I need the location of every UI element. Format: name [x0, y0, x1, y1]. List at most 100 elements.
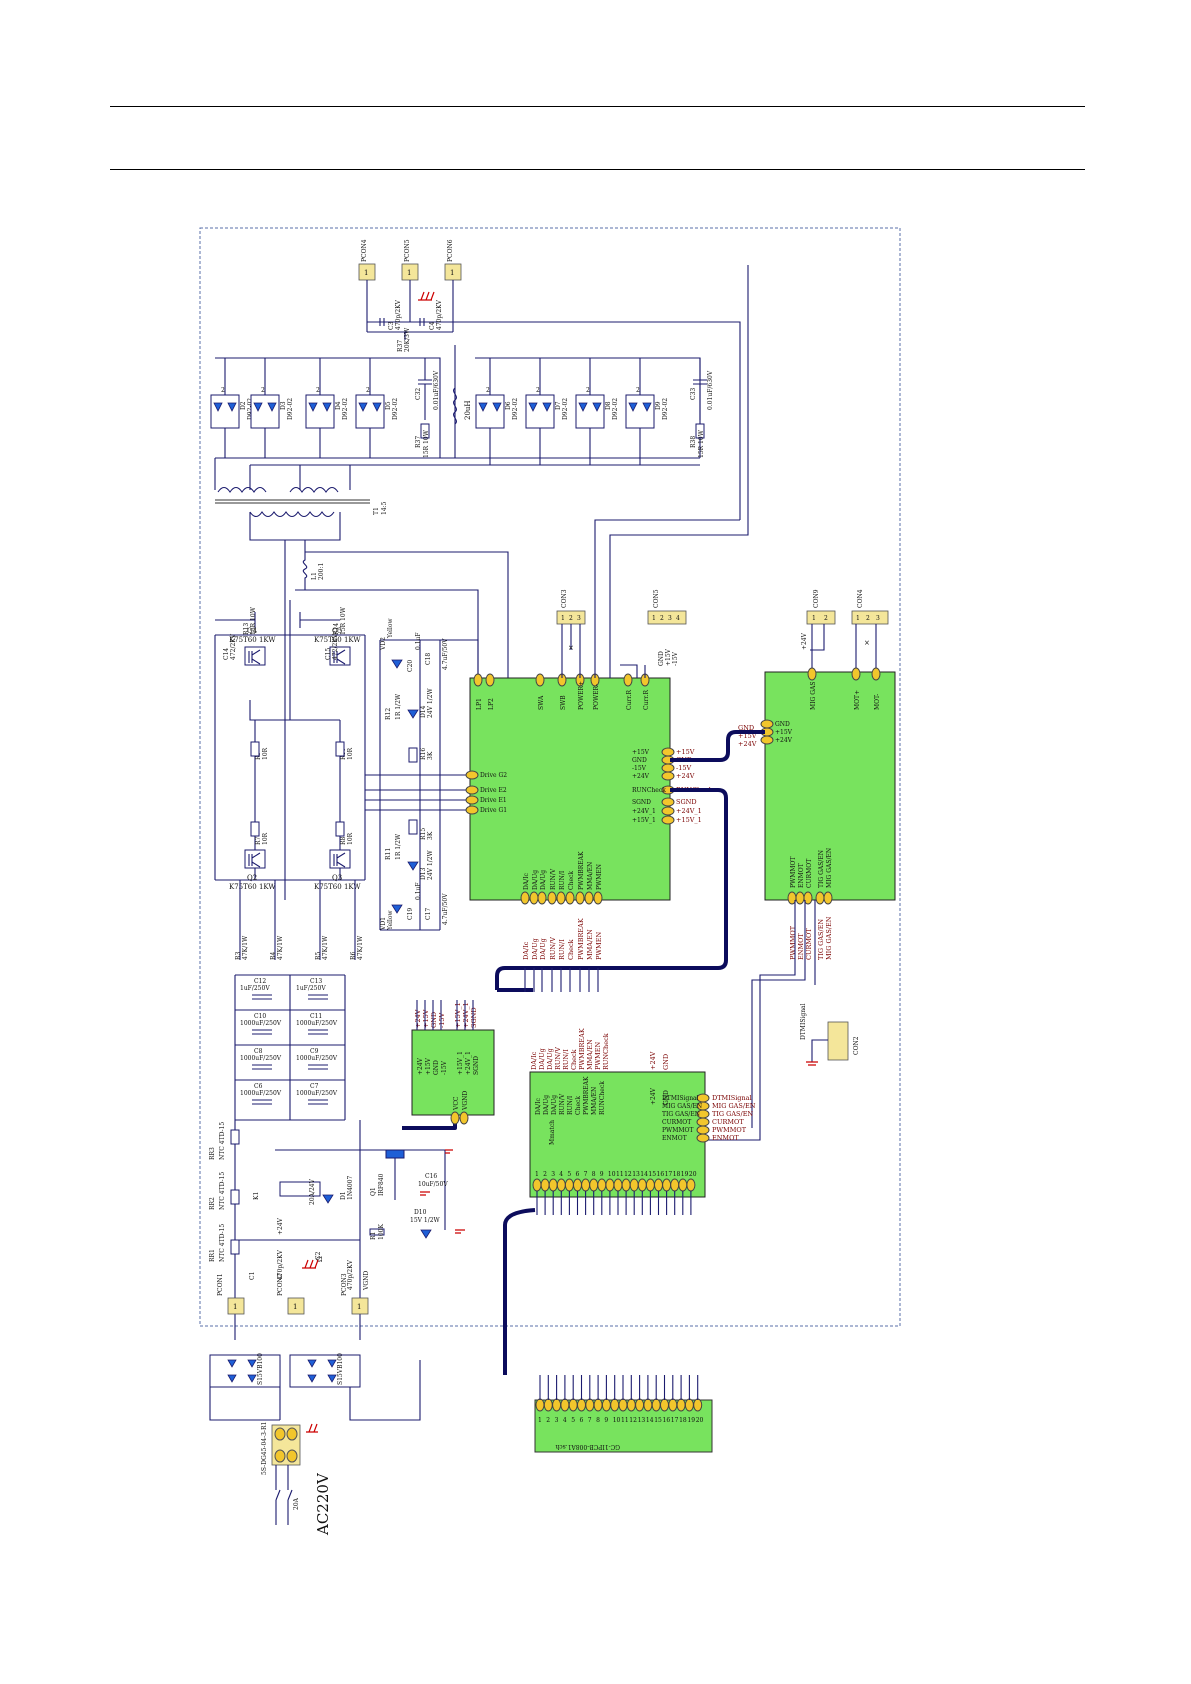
pin-icon	[678, 1178, 688, 1192]
cap-value: 1000uF/250V	[240, 1090, 282, 1097]
pin-icon	[585, 1398, 595, 1412]
diode-pin: 2	[366, 387, 370, 394]
pin-icon	[676, 1398, 686, 1412]
diode-icon	[578, 402, 588, 412]
main-right-pin: +15V_1	[632, 817, 656, 824]
pin-label: 3	[577, 615, 581, 622]
pcon3-connector: 1 PCON3	[341, 1273, 369, 1315]
main-left-pin: Drive G1	[480, 807, 507, 814]
diode-package	[475, 394, 505, 429]
ctrl-right-net: CURMOT	[712, 1118, 744, 1126]
bus-ctrl-to-connector	[503, 1208, 536, 1375]
main-right-pin: +15V	[632, 749, 650, 756]
main-top-pin: POWER-	[593, 684, 600, 710]
r12-value: 1R 1/2W	[395, 693, 402, 720]
main-right-pin: -15V	[632, 765, 647, 772]
pin-icon	[696, 1093, 710, 1103]
main-top-pin: SWB	[560, 695, 567, 710]
connector-label: PCON4	[361, 239, 368, 262]
pcon4-connector: 1 PCON4	[358, 239, 376, 281]
diode-ref: D5	[385, 401, 392, 410]
r1-value: 100K	[378, 1224, 385, 1240]
c1-label: C1	[249, 1272, 256, 1280]
pin-label: 1	[293, 1303, 297, 1311]
pin-label: 4	[676, 615, 680, 622]
motor-bottom-pin: PWMMOT	[790, 857, 797, 888]
diode-ref: D9	[655, 401, 662, 410]
igbt-icon	[333, 852, 346, 868]
pin-icon	[568, 1398, 578, 1412]
pin-icon	[575, 891, 585, 905]
connector-pin-number: 20	[696, 1417, 704, 1424]
pin-icon	[618, 1398, 628, 1412]
cap-ref: C9	[310, 1048, 319, 1055]
pcon5-connector: 1 PCON5	[401, 239, 419, 281]
ctrl-top-net: RUN/V	[554, 1047, 562, 1070]
pin-icon	[593, 891, 603, 905]
diode-icon	[267, 402, 277, 412]
pin-icon	[547, 891, 557, 905]
c16-label: C16	[425, 1173, 437, 1180]
pin-icon	[661, 763, 675, 773]
r9-value: 10R	[262, 747, 269, 760]
bus-pwr-to-relay	[402, 1115, 457, 1130]
t1-label: T1	[373, 507, 380, 515]
terminal-label: 5S-DG45-04-3-R1	[261, 1422, 268, 1475]
pin-icon	[684, 1398, 694, 1412]
c16-value: 10uF/50V	[418, 1181, 448, 1188]
main-bottom-pin: RUN/V	[550, 868, 557, 890]
chassis-ground-symbol	[302, 1259, 319, 1269]
pin-icon	[593, 1398, 603, 1412]
power-top-net: +15V_1	[454, 1002, 462, 1028]
c2-label: C2	[315, 1251, 322, 1260]
main-bottom-net: DA/Ic	[522, 941, 530, 960]
pin-icon	[662, 1178, 672, 1192]
ctrl-pin-number: 19	[681, 1171, 689, 1178]
ctrl-inner-label: MMA/EN	[591, 1087, 598, 1115]
ctrl-right-pin: PWMMOT	[662, 1127, 693, 1134]
pin-label: 1	[812, 615, 816, 622]
pin-icon	[635, 1398, 645, 1412]
connector-pin-number: 11	[621, 1417, 629, 1424]
pin-label: 3	[876, 615, 880, 622]
pin-icon	[807, 667, 817, 681]
main-top-pin: LP2	[488, 698, 495, 710]
main-bottom-pin: DA/Ug	[540, 870, 547, 890]
pin-icon	[465, 805, 479, 815]
mains-switch: 20A	[275, 1465, 300, 1525]
diode-icon	[628, 402, 638, 412]
r3-label: R3	[235, 951, 242, 960]
vd1-label: VD1	[380, 917, 387, 931]
capacitor-icon	[308, 1029, 328, 1035]
vd2-value: Yellow	[387, 618, 394, 639]
ctrl-pin-number: 18	[673, 1171, 681, 1178]
output-diode-bank: 2D2D92-022D3D92-022D4D92-022D5D92-022D6D…	[210, 387, 669, 429]
diode-pin: 2	[536, 387, 540, 394]
main-bottom-net: DA/Ug	[531, 938, 539, 960]
main-right-pin: GND	[632, 757, 647, 764]
diode-pin: 2	[316, 387, 320, 394]
pin-icon	[610, 1398, 620, 1412]
main-left-pin: Drive G2	[480, 772, 507, 779]
capacitor-icon	[252, 994, 272, 1000]
motor-bottom-pin: TIG GAS/EN	[818, 850, 825, 888]
k1-label: K1	[253, 1192, 260, 1200]
c20-value: 0.1uF	[415, 632, 422, 650]
main-bottom-pin: DA/Ic	[523, 872, 530, 890]
cap-ref: C7	[310, 1083, 319, 1090]
motor-bottom-pin: MIG GAS/EN	[826, 848, 833, 888]
c2-value: 470p/2KV	[347, 1259, 354, 1290]
ctrl-top-net: GND	[662, 1054, 670, 1070]
r6-value: 47K/1W	[357, 935, 364, 960]
v24-label: +24V	[277, 1217, 284, 1235]
cap-ref: C10	[254, 1013, 266, 1020]
rr2-label: RR2	[209, 1197, 216, 1210]
pin-label: 1	[233, 1303, 237, 1311]
r37-top-label: R37	[397, 340, 404, 352]
pin-icon	[577, 1398, 586, 1412]
ctrl-inner-label: PWMBREAK	[583, 1076, 590, 1115]
